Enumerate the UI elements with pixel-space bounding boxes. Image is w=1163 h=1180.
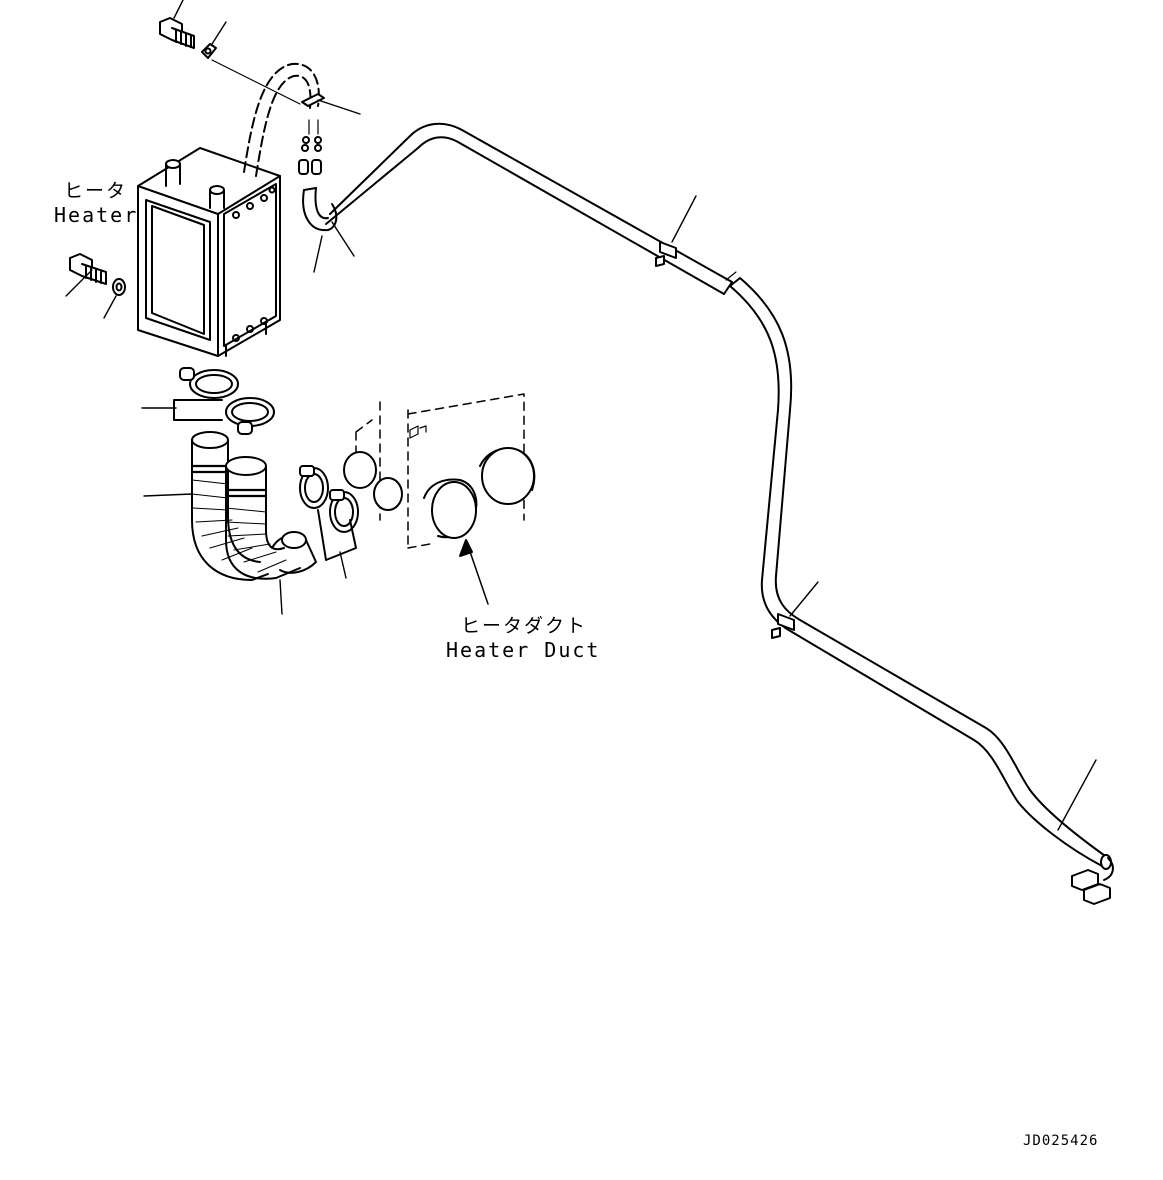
- wire-harness: [303, 124, 1113, 904]
- bolt-top: [160, 18, 194, 48]
- heater-duct-label-jp: ヒータダクト: [461, 615, 588, 637]
- heater-hose-dashed: [244, 64, 319, 176]
- washer-top: [202, 44, 216, 58]
- heater-duct-label-en: Heater Duct: [446, 638, 601, 662]
- heater-unit: [138, 148, 280, 356]
- duct-hose-left: [192, 432, 268, 580]
- heater-duct-arrow: [460, 540, 488, 604]
- heater-label-jp: ヒータ: [64, 180, 128, 202]
- hose-clamps-upper: [174, 368, 274, 434]
- hose-clamps-right: [300, 466, 358, 560]
- harness-break-marker: [726, 272, 736, 280]
- connector-terminals: [299, 120, 321, 174]
- heater-duct-box: [344, 394, 534, 548]
- washer-left: [113, 279, 125, 295]
- hose-clip: [302, 94, 324, 106]
- bolt-leader-line: [212, 60, 300, 104]
- bolt-left: [70, 254, 106, 284]
- leader-lines: [66, 0, 1096, 830]
- duct-hose-right: [226, 457, 316, 579]
- heater-label-en: Heater: [54, 203, 139, 227]
- drawing-id: JD025426: [1023, 1133, 1099, 1149]
